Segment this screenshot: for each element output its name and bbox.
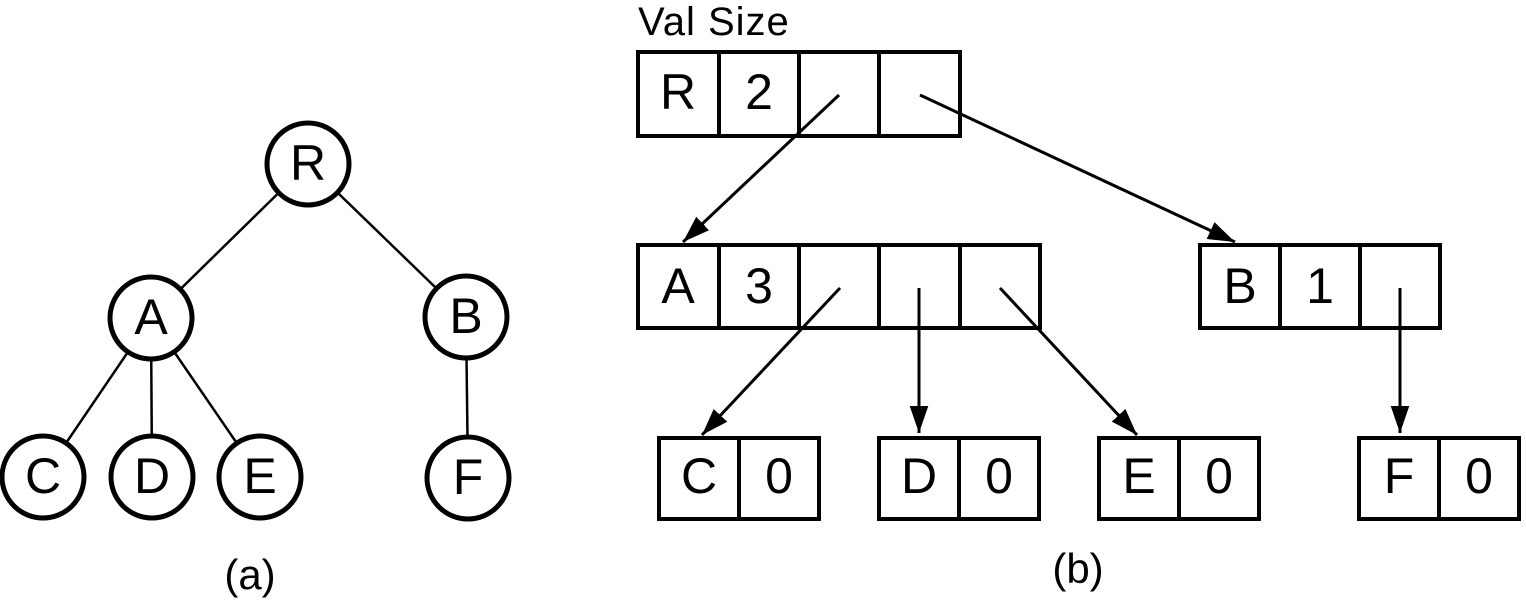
pointer-arrow-A-C xyxy=(700,286,842,437)
pointer-arrow-R-B xyxy=(919,93,1236,244)
tree-node-label: C xyxy=(25,448,61,504)
panel-a-caption: (a) xyxy=(224,551,275,598)
tree-node-B: B xyxy=(422,273,510,361)
tree-node-circle xyxy=(424,434,512,522)
record-C: C 0 xyxy=(657,436,821,521)
record-size: 3 xyxy=(745,258,773,314)
record-A: A 3 xyxy=(636,243,1042,330)
tree-node-circle xyxy=(264,120,352,208)
tree-node-label: D xyxy=(134,448,170,504)
tree-node-E: E xyxy=(216,433,304,521)
record-val: E xyxy=(1122,448,1155,504)
column-header: Val Size xyxy=(638,0,790,44)
record-size: 2 xyxy=(745,64,773,120)
record-box xyxy=(636,243,1042,330)
tree-node-label: E xyxy=(243,448,276,504)
tree-node-circle xyxy=(216,433,304,521)
tree-node-label: F xyxy=(453,449,484,505)
record-val: R xyxy=(660,64,696,120)
record-size: 0 xyxy=(765,448,793,504)
tree-node-label: A xyxy=(134,289,168,345)
panel-a-tree: R A B C D E F xyxy=(0,120,512,598)
record-val: F xyxy=(1384,448,1415,504)
tree-node-circle xyxy=(107,274,195,362)
record-val: B xyxy=(1223,258,1256,314)
record-R: R 2 xyxy=(636,50,962,138)
panel-b-caption: (b) xyxy=(1052,545,1103,592)
tree-node-label: R xyxy=(290,135,326,191)
record-val: A xyxy=(661,258,695,314)
tree-node-D: D xyxy=(108,433,196,521)
record-val: C xyxy=(681,448,717,504)
tree-node-F: F xyxy=(424,434,512,522)
pointer-arrow-R-A xyxy=(681,93,841,244)
panel-b-records: Val Size R 2 A 3 xyxy=(636,0,1521,592)
tree-node-R: R xyxy=(264,120,352,208)
tree-node-circle xyxy=(0,433,87,521)
record-size: 0 xyxy=(985,448,1013,504)
tree-node-A: A xyxy=(107,274,195,362)
record-E: E 0 xyxy=(1097,436,1261,521)
record-val: D xyxy=(901,448,937,504)
record-F: F 0 xyxy=(1357,436,1521,521)
tree-node-label: B xyxy=(449,288,482,344)
pointer-arrow-A-E xyxy=(998,286,1139,437)
record-size: 1 xyxy=(1306,258,1334,314)
record-size: 0 xyxy=(1465,448,1493,504)
tree-node-circle xyxy=(108,433,196,521)
record-B: B 1 xyxy=(1198,243,1442,330)
record-size: 0 xyxy=(1205,448,1233,504)
record-D: D 0 xyxy=(877,436,1041,521)
tree-node-circle xyxy=(422,273,510,361)
tree-node-C: C xyxy=(0,433,87,521)
